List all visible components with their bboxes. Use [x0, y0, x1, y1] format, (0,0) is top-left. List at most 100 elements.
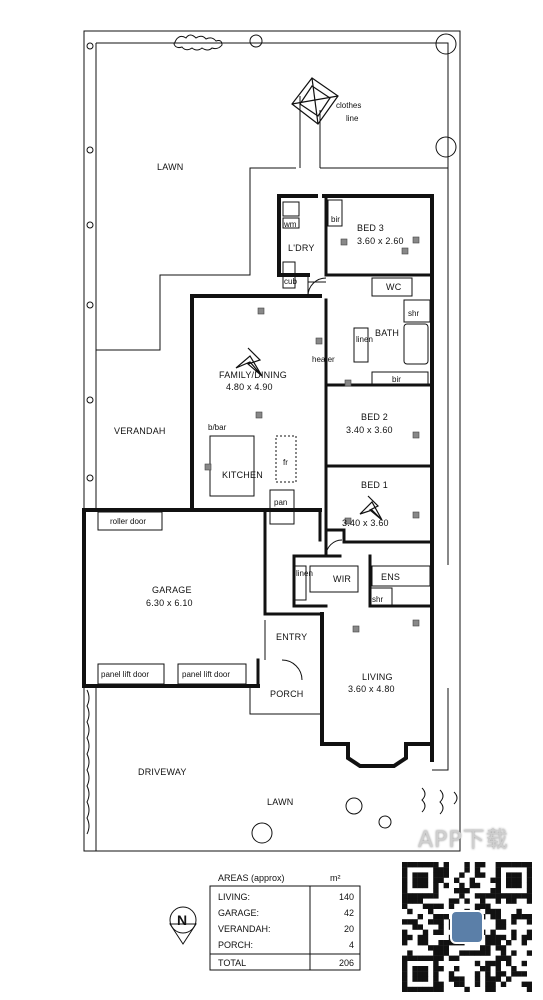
- fan-icon-bed1: [359, 495, 383, 521]
- area-row-label: GARAGE:: [218, 908, 259, 918]
- label-bbar: b/bar: [208, 423, 227, 432]
- label-shr2: shr: [372, 595, 383, 604]
- label-fr: fr: [283, 458, 288, 467]
- label-bed1-size: 3.40 x 3.60: [342, 518, 389, 528]
- shrub-front-3: [251, 822, 273, 844]
- laundry-tub: [282, 217, 300, 229]
- ens-box: [371, 565, 431, 587]
- label-bed3-size: 3.60 x 2.60: [357, 236, 404, 246]
- area-row-value: 42: [344, 908, 354, 918]
- label-shr1: shr: [408, 309, 419, 318]
- label-ens: ENS: [381, 572, 400, 582]
- fence-posts: [86, 42, 94, 482]
- areas-unit: m²: [330, 873, 341, 883]
- label-living: LIVING: [362, 672, 393, 682]
- panel-door-2: [177, 663, 247, 685]
- label-bed2: BED 2: [361, 412, 388, 422]
- panel-door-1: [97, 663, 165, 685]
- fridge-box: [275, 435, 297, 483]
- areas-title: AREAS (approx): [218, 873, 285, 883]
- label-bed2-size: 3.40 x 3.60: [346, 425, 393, 435]
- qr-logo-icon: [450, 910, 484, 944]
- shrub-top-left: [173, 34, 223, 51]
- linen-box-1: [353, 327, 369, 363]
- label-verandah: VERANDAH: [114, 426, 166, 436]
- wc-box: [371, 277, 413, 297]
- bir-box-2: [371, 371, 429, 385]
- label-living-size: 3.60 x 4.80: [348, 684, 395, 694]
- wm-box: [282, 201, 300, 217]
- linen-box-2: [293, 565, 307, 601]
- label-bed3: BED 3: [357, 223, 384, 233]
- area-row-value: 20: [344, 924, 354, 934]
- roller-door-box: [97, 511, 163, 531]
- label-family-size: 4.80 x 4.90: [226, 382, 273, 392]
- label-laundry: L'DRY: [288, 243, 315, 253]
- site-boundary: [83, 30, 461, 852]
- label-linen1: linen: [356, 335, 373, 344]
- label-porch: PORCH: [270, 689, 304, 699]
- label-wir: WIR: [333, 574, 351, 584]
- label-linen2: linen: [296, 569, 313, 578]
- label-cub: cub: [284, 277, 297, 286]
- shr-box-2: [369, 587, 393, 607]
- label-lawn-back: LAWN: [157, 162, 183, 172]
- watermark-label: APP下载: [418, 828, 509, 853]
- ceiling-fan-icons: [235, 347, 383, 521]
- label-family: FAMILY/DINING: [219, 370, 287, 380]
- bench: [209, 435, 255, 497]
- label-lawn-front: LAWN: [267, 797, 293, 807]
- label-pan: pan: [274, 498, 287, 507]
- label-bath: BATH: [375, 328, 399, 338]
- label-heater: heater: [312, 355, 335, 364]
- label-garage-size: 6.30 x 6.10: [146, 598, 193, 608]
- hedge-left: [86, 689, 90, 835]
- label-line: line: [346, 114, 359, 123]
- room-labels: LAWN clothes line BED 3 3.60 x 2.60 bir …: [101, 101, 419, 807]
- area-row-label: VERANDAH:: [218, 924, 271, 934]
- fixtures: [97, 199, 431, 685]
- shrub-front-2: [378, 815, 392, 829]
- clothes-line-icon: [291, 77, 339, 125]
- area-row-label: PORCH:: [218, 940, 253, 950]
- north-label: N: [177, 912, 187, 928]
- label-kitchen: KITCHEN: [222, 470, 263, 480]
- label-entry: ENTRY: [276, 632, 307, 642]
- shrub-top-mid: [249, 34, 263, 48]
- pantry: [269, 489, 295, 525]
- area-row-value: 140: [339, 892, 354, 902]
- label-driveway: DRIVEWAY: [138, 767, 187, 777]
- north-arrow-icon: N: [169, 906, 197, 945]
- wir-box: [309, 565, 359, 593]
- shrub-right: [435, 136, 457, 158]
- qr-code: [402, 862, 532, 992]
- label-panel2: panel lift door: [182, 670, 230, 679]
- area-row-value: 4: [349, 940, 354, 950]
- label-bed1: BED 1: [361, 480, 388, 490]
- light-fittings: [204, 236, 420, 633]
- shr-box-1: [403, 299, 431, 323]
- label-wm: wm: [283, 220, 297, 229]
- shrub-top-right: [435, 33, 457, 55]
- building-walls: [82, 194, 434, 768]
- label-bir1: bir: [331, 215, 340, 224]
- label-bir2: bir: [392, 375, 401, 384]
- label-wc: WC: [386, 282, 402, 292]
- fan-icon-family: [235, 347, 263, 377]
- area-total-value: 206: [339, 958, 354, 968]
- label-garage: GARAGE: [152, 585, 192, 595]
- bath-tub: [403, 323, 429, 365]
- label-panel1: panel lift door: [101, 670, 149, 679]
- area-row-label: LIVING:: [218, 892, 250, 902]
- area-total-label: TOTAL: [218, 958, 246, 968]
- cub-box: [282, 261, 296, 289]
- shrub-front-1: [345, 797, 363, 815]
- shrubs: [86, 33, 458, 844]
- label-roller-door: roller door: [110, 517, 146, 526]
- label-clothes: clothes: [336, 101, 361, 110]
- hedge-right-front: [421, 787, 458, 815]
- bir-box-1: [327, 199, 343, 227]
